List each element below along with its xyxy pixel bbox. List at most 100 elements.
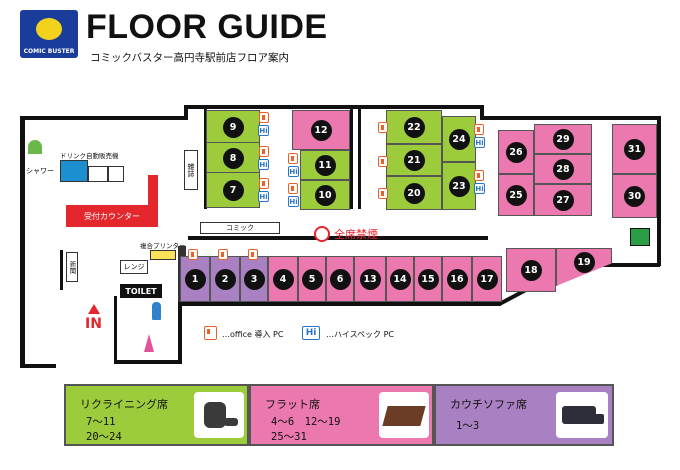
microwave: レンジ xyxy=(120,260,148,274)
office-icon xyxy=(288,183,298,194)
booth-9[interactable]: 9 xyxy=(206,110,260,144)
office-icon xyxy=(188,249,198,260)
booth-15[interactable]: 15 xyxy=(414,256,442,302)
booth-30[interactable]: 30 xyxy=(612,174,657,218)
legend-seats: 4～6 12～19 xyxy=(271,416,341,428)
reclining-chair-image xyxy=(194,392,244,438)
hi-spec-icon: Hi xyxy=(302,326,320,340)
hi-spec-icon: Hi xyxy=(258,159,269,170)
legend-seats: 25～31 xyxy=(271,431,307,443)
drink-counter xyxy=(88,166,108,182)
newspaper-label: 新聞 xyxy=(68,260,76,274)
booth-6[interactable]: 6 xyxy=(326,256,354,302)
flat-mat-image xyxy=(379,392,429,438)
floor-map: シャワー ドリンク自動販売機 受付カウンター 雑誌 コミック 全席禁煙 複合プリ… xyxy=(20,105,661,368)
office-icon xyxy=(259,178,269,189)
emergency-exit-icon xyxy=(630,228,650,246)
booth-22[interactable]: 22 xyxy=(386,110,442,144)
booth-31[interactable]: 31 xyxy=(612,124,657,174)
entrance-arrow-icon xyxy=(88,304,100,314)
legend-title: カウチソファ席 xyxy=(450,398,527,411)
booth-5[interactable]: 5 xyxy=(298,256,326,302)
booth-number: 26 xyxy=(505,141,527,163)
reception-counter: 受付カウンター xyxy=(66,205,158,227)
booth-12[interactable]: 12 xyxy=(292,110,350,150)
booth-number: 2 xyxy=(214,268,236,290)
comic-shelf: コミック xyxy=(200,222,280,234)
hi-spec-icon: Hi xyxy=(258,125,269,136)
booth-29[interactable]: 29 xyxy=(534,124,592,154)
magazine-label: 雑誌 xyxy=(187,163,195,177)
printer-label: 複合プリンター xyxy=(140,242,186,250)
booth-2[interactable]: 2 xyxy=(210,256,240,302)
booth-27[interactable]: 27 xyxy=(534,184,592,216)
magazine-shelf: 雑誌 xyxy=(184,150,198,190)
booth-21[interactable]: 21 xyxy=(386,144,442,176)
booth-25[interactable]: 25 xyxy=(498,174,534,216)
womens-toilet-icon xyxy=(144,334,154,352)
hi-spec-pc-legend: …ハイスペック PC xyxy=(326,330,394,339)
booth-26[interactable]: 26 xyxy=(498,130,534,174)
comic-label: コミック xyxy=(226,224,254,232)
booth-number: 31 xyxy=(624,138,645,160)
booth-number: 19 xyxy=(573,251,595,273)
booth-number: 30 xyxy=(624,185,645,207)
office-icon xyxy=(378,188,388,199)
booth-number: 29 xyxy=(552,128,574,150)
booth-3[interactable]: 3 xyxy=(240,256,268,302)
booth-number: 22 xyxy=(403,116,425,138)
legend-title: フラット席 xyxy=(265,398,320,411)
office-icon xyxy=(378,122,388,133)
booth-17[interactable]: 17 xyxy=(472,256,502,302)
booth-23[interactable]: 23 xyxy=(442,162,476,210)
booth-28[interactable]: 28 xyxy=(534,154,592,184)
booth-number: 6 xyxy=(329,268,351,290)
office-icon xyxy=(474,170,484,181)
legend-reclining: リクライニング席 7～11 20～24 xyxy=(64,384,249,446)
hi-spec-icon: Hi xyxy=(288,196,299,207)
booth-number: 9 xyxy=(222,116,244,138)
office-icon xyxy=(248,249,258,260)
booth-number: 13 xyxy=(359,268,381,290)
booth-24[interactable]: 24 xyxy=(442,116,476,162)
booth-20[interactable]: 20 xyxy=(386,176,442,210)
hi-spec-icon: Hi xyxy=(474,183,485,194)
booth-8[interactable]: 8 xyxy=(206,142,260,174)
booth-16[interactable]: 16 xyxy=(442,256,472,302)
legend-seats: 1～3 xyxy=(456,420,480,432)
comic-shelf-bar xyxy=(188,236,488,240)
booth-11[interactable]: 11 xyxy=(300,150,350,180)
booth-13[interactable]: 13 xyxy=(354,256,386,302)
hi-spec-icon: Hi xyxy=(474,137,485,148)
booth-1[interactable]: 1 xyxy=(180,256,210,302)
booth-number: 10 xyxy=(314,184,336,206)
microwave-label: レンジ xyxy=(123,263,145,271)
booth-4[interactable]: 4 xyxy=(268,256,298,302)
booth-number: 4 xyxy=(272,268,294,290)
office-icon xyxy=(378,156,388,167)
booth-number: 24 xyxy=(448,128,470,150)
no-smoking-icon xyxy=(314,226,330,242)
page-title: FLOOR GUIDE xyxy=(86,8,328,46)
booth-19[interactable]: 19 xyxy=(556,248,612,286)
booth-number: 27 xyxy=(552,189,574,211)
couch-sofa-image xyxy=(556,392,608,438)
booth-number: 1 xyxy=(184,268,206,290)
booth-18[interactable]: 18 xyxy=(506,248,556,292)
shower-icon xyxy=(28,140,42,154)
booth-number: 3 xyxy=(243,268,265,290)
booth-number: 20 xyxy=(403,182,425,204)
booth-number: 15 xyxy=(417,268,439,290)
office-icon xyxy=(288,153,298,164)
legend-seats: 7～11 xyxy=(86,416,116,428)
booth-number: 17 xyxy=(476,268,498,290)
newspaper-rack: 新聞 xyxy=(66,252,78,282)
legend-couch-sofa: カウチソファ席 1～3 xyxy=(434,384,614,446)
booth-14[interactable]: 14 xyxy=(386,256,414,302)
booth-10[interactable]: 10 xyxy=(300,180,350,210)
office-icon xyxy=(474,124,484,135)
mascot-icon xyxy=(34,16,64,42)
booth-7[interactable]: 7 xyxy=(206,172,260,208)
drink-shelf xyxy=(108,166,124,182)
office-icon xyxy=(204,326,217,340)
